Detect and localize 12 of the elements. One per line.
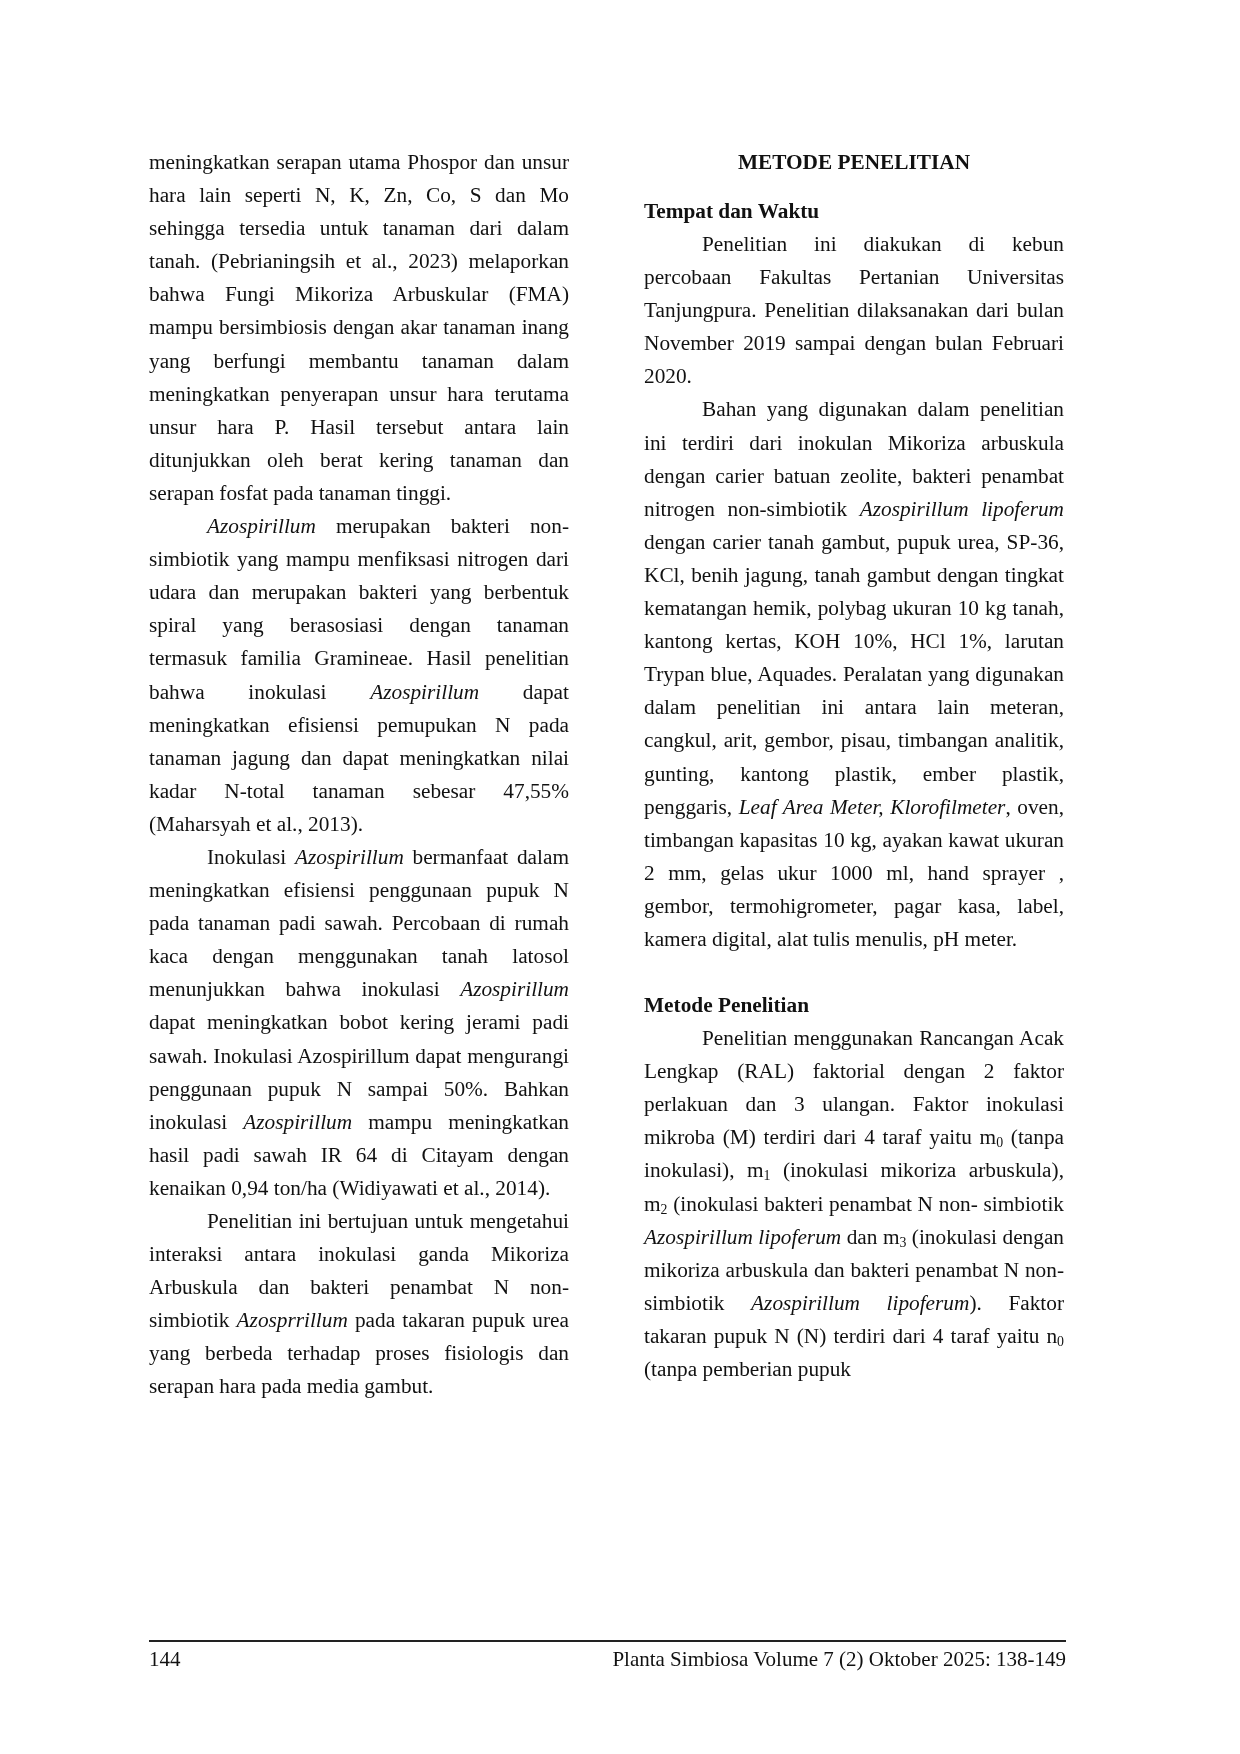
body-paragraph: Penelitian ini diakukan di kebun percobaan Fakultas Pertanian Universitas Tanjungpura. Penelitian dilaksanakan dari bulan November 2019 sampai dengan bulan Februari 2020. (644, 231, 1064, 391)
body-paragraph: Penelitian ini bertujuan untuk mengetahui interaksi antara inokulasi ganda Mikoriza Arbuskula dan bakteri penambat N non-simbiotik Azosprrillum pada takaran pupuk urea yang berbeda terhadap proses fisiologis dan serapan hara pada media gambut. (149, 1208, 569, 1401)
body-paragraph: Bahan yang digunakan dalam penelitian ini terdiri dari inokulan Mikoriza arbuskula dengan carier batuan zeolite, bakteri penambat nitrogen non-simbiotik Azospirillum lipoferum dengan carier tanah gambut, pupuk urea, SP-36, KCl, benih jagung, tanah gambut dengan tingkat kematangan hemik, polybag ukuran 10 kg tanah, kantong kertas, KOH 10%, HCl 1%, larutan Trypan blue, Aquades. Peralatan yang digunakan dalam penelitian ini antara lain meteran, cangkul, arit, gembor, pisau, timbangan analitik, gunting, kantong plastik, ember plastik, penggaris, Leaf Area Meter, Klorofilmeter, oven, timbangan kapasitas 10 kg, ayakan kawat ukuran 2 mm, gelas ukur 1000 ml, hand sprayer , gembor, termohigrometer, pagar kasa, label, kamera digital, alat tulis menulis, pH meter. (644, 396, 1064, 953)
subsection-heading: Metode Penelitian (644, 992, 810, 1020)
page-number: 144 (149, 1646, 181, 1673)
subsection-heading: Tempat dan Waktu (644, 198, 821, 225)
journal-citation: Planta Simbiosa Volume 7 (2) Oktober 2025: 138-149 (612, 1646, 1066, 1673)
body-paragraph: Azospirillum merupakan bakteri non-simbiotik yang mampu menfiksasi nitrogen dari udara dan merupakan bakteri yang berbentuk spiral yang berasosiasi dengan tanaman termasuk familia Gramineae. Hasil penelitian bahwa inokulasi Azospirillum dapat meningkatkan efisiensi pemupukan N pada tanaman jagung dan dapat meningkatkan nilai kadar N-total tanaman sebesar 47,55% (Maharsyah et al., 2013). (149, 513, 569, 838)
body-paragraph: meningkatkan serapan utama Phospor dan unsur hara lain seperti N, K, Zn, Co, S dan Mo sehingga tersedia untuk tanaman dari dalam tanah. (Pebrianingsih et al., 2023) melaporkan bahwa Fungi Mikoriza Arbuskular (FMA) mampu bersimbiosis dengan akar tanaman inang yang berfungi membantu tanaman dalam meningkatkan penyerapan unsur hara terutama unsur hara P. Hasil tersebut antara lain ditunjukkan oleh berat kering tanaman dan serapan fosfat pada tanaman tinggi. (149, 149, 569, 507)
body-paragraph: Inokulasi Azospirillum bermanfaat dalam meningkatkan efisiensi penggunaan pupuk N pada tanaman padi sawah. Percobaan di rumah kaca dengan menggunakan tanah latosol menunjukkan bahwa inokulasi Azospirillum dapat meningkatkan bobot kering jerami padi sawah. Inokulasi Azospirillum dapat mengurangi penggunaan pupuk N sampai 50%. Bahkan inokulasi Azospirillum mampu meningkatkan hasil padi sawah IR 64 di Citayam dengan kenaikan 0,94 ton/ha (Widiyawati et al., 2014). (149, 843, 569, 1202)
body-paragraph: Penelitian menggunakan Rancangan Acak Lengkap (RAL) faktorial dengan 2 faktor perlakuan dan 3 ulangan. Faktor inokulasi mikroba (M) terdiri dari 4 taraf yaitu m$_{0}$ (tanpa inokulasi), m$_{1}$ (inokulasi mikoriza arbuskula), m$_{2}$ (inokulasi bakteri penambat N non- simbiotik Azospirillum lipoferum dan m$_{3}$ (inokulasi dengan mikoriza arbuskula dan bakteri penambat N non-simbiotik Azospirillum lipoferum). Faktor takaran pupuk N (N) terdiri dari 4 taraf yaitu n$_{0}$ (tanpa pemberian pupuk (644, 1025, 1064, 1383)
section-heading: METODE PENELITIAN (736, 149, 972, 176)
